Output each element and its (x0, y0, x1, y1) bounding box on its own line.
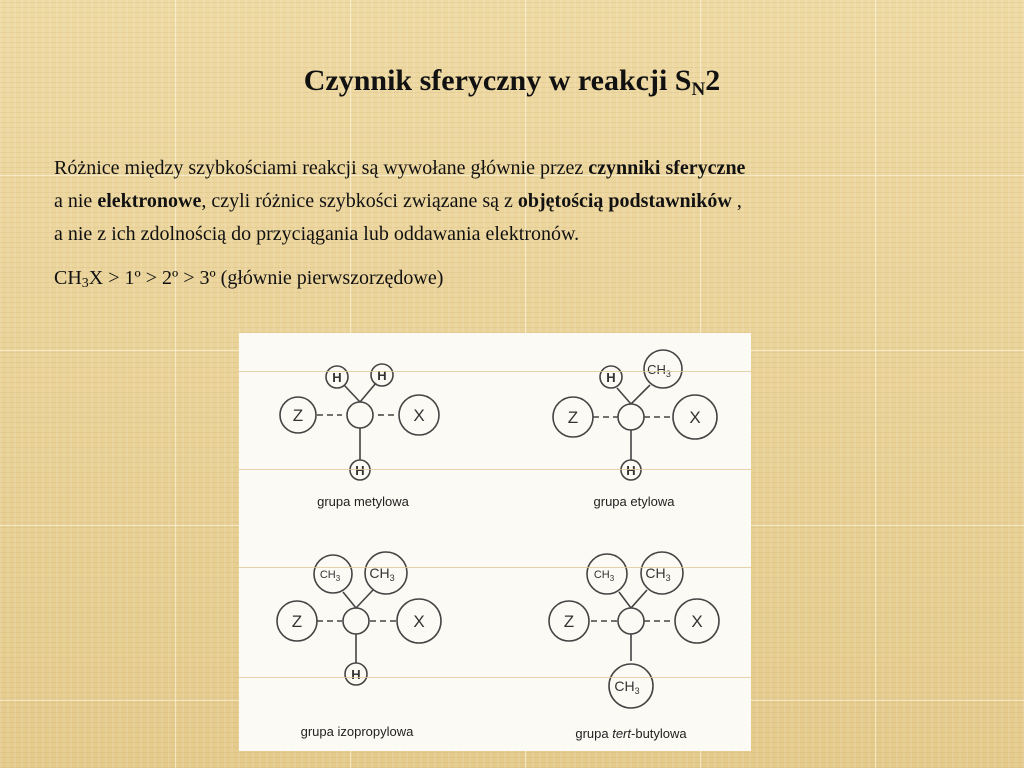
text-run: a nie z ich zdolnością do przyciągania l… (54, 223, 580, 245)
molecule-diagram: Z X H H H Z X H H CH3 Z X CH3 CH3 H Z X … (276, 349, 720, 741)
caption-tert-butyl: grupa tert-butylowa (575, 726, 687, 741)
atom-label: H (355, 463, 364, 478)
slide-title: Czynnik sferyczny w reakcji SN2 (0, 64, 1024, 101)
atom-label: X (413, 612, 424, 631)
atom-label: X (413, 406, 424, 425)
text-run: a nie (54, 190, 98, 212)
bold-term: objętością podstawników (517, 190, 732, 212)
caption-methyl: grupa metylowa (317, 494, 410, 509)
bold-term: czynniki sferyczne (588, 157, 746, 179)
atom-label: H (626, 463, 635, 478)
bold-term: elektronowe (97, 190, 202, 212)
methyl-group-label: CH3 (614, 678, 639, 696)
grid-line (175, 0, 176, 768)
text-run: Różnice między szybkościami reakcji są w… (54, 157, 589, 179)
atom-label: H (332, 370, 341, 385)
methyl-group-label: CH3 (320, 569, 341, 583)
atom-label: Z (564, 612, 574, 631)
body-paragraph: Różnice między szybkościami reakcji są w… (54, 152, 974, 251)
atom-label: H (377, 368, 386, 383)
atom-label: H (351, 667, 360, 682)
formula-subscript: 3 (81, 276, 89, 291)
grid-line (239, 567, 751, 568)
grid-line (0, 175, 1024, 176)
atom-label: Z (293, 406, 303, 425)
grid-line (239, 677, 751, 678)
formula-text: CH (54, 267, 82, 289)
methyl-group-label: CH3 (369, 565, 394, 583)
title-text: Czynnik sferyczny w reakcji S (303, 64, 692, 97)
methyl-group-label: CH3 (645, 565, 670, 583)
methyl-group-label: CH3 (594, 569, 615, 583)
title-suffix: 2 (705, 64, 721, 97)
grid-line (239, 371, 751, 372)
atom-label: H (606, 370, 615, 385)
caption-isopropyl: grupa izopropylowa (301, 724, 415, 739)
atom-label: Z (568, 408, 578, 427)
text-run: , czyli różnice szybkości związane są z (201, 190, 518, 212)
steric-groups-figure: Z X H H H Z X H H CH3 Z X CH3 CH3 H Z X … (239, 333, 751, 751)
atom-label: Z (292, 612, 302, 631)
methyl-group-label: CH3 (647, 362, 671, 379)
atom-label: X (691, 612, 702, 631)
text-run: , (731, 190, 742, 212)
reactivity-order-formula: CH3X > 1º > 2º > 3º (głównie pierwszorzę… (54, 263, 443, 299)
title-subscript: N (691, 79, 706, 100)
formula-text: X > 1º > 2º > 3º (głównie pierwszorzędow… (88, 267, 444, 289)
caption-ethyl: grupa etylowa (594, 494, 676, 509)
grid-line (239, 469, 751, 470)
atom-label: X (689, 408, 700, 427)
grid-line (875, 0, 876, 768)
